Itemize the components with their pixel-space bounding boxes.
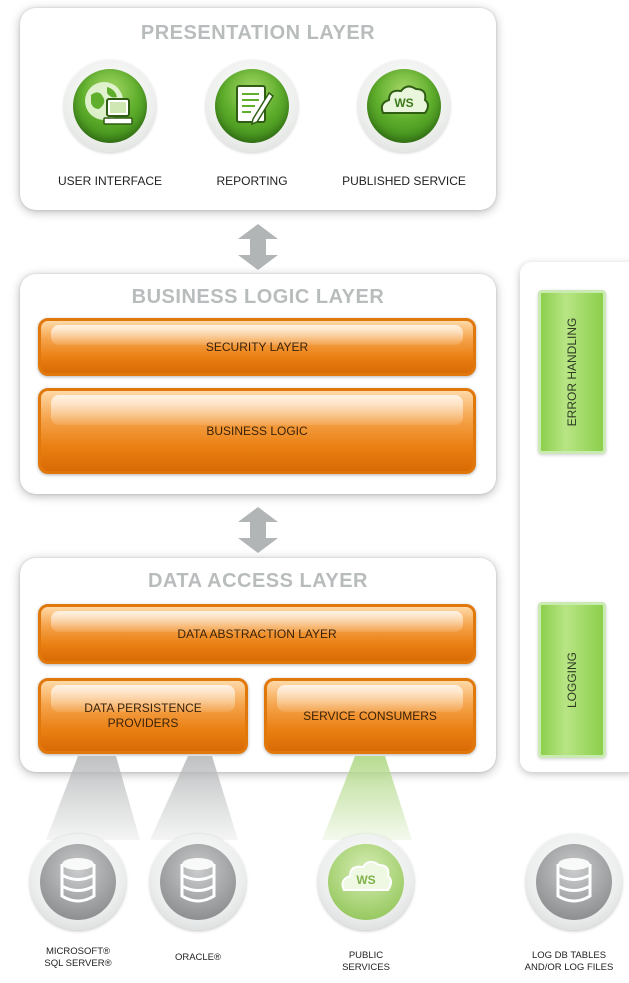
public-services-circle: WS	[318, 834, 414, 930]
public-services-ws-text: WS	[356, 873, 376, 887]
oracle-label: ORACLE®	[138, 952, 258, 964]
user-interface-icon-circle	[64, 60, 156, 152]
published-service-label: PUBLISHED SERVICE	[342, 174, 466, 188]
presentation-layer-title: PRESENTATION LAYER	[140, 22, 376, 44]
user-interface-label: USER INTERFACE	[57, 174, 162, 188]
log-db-label-line2: AND/OR LOG FILES	[524, 962, 614, 973]
business-logic-layer-panel: BUSINESS LOGIC LAYER SECURITY LAYER BUSI…	[20, 274, 496, 494]
presentation-layer-panel: PRESENTATION LAYER USER INTERFACE	[20, 8, 496, 210]
sql-server-label: MICROSOFT® SQL SERVER®	[18, 946, 138, 970]
service-consumers-label: SERVICE CONSUMERS	[303, 708, 437, 723]
reporting-icon-circle	[206, 60, 298, 152]
public-services-label-line1: PUBLIC	[348, 950, 384, 961]
data-persistence-providers-label: DATA PERSISTENCE PROVIDERS	[84, 701, 202, 731]
data-access-layer-title: DATA ACCESS LAYER	[147, 570, 368, 592]
log-db-label: LOG DB TABLES AND/OR LOG FILES	[509, 950, 629, 974]
log-db-label-line1: LOG DB TABLES	[531, 950, 607, 961]
oracle-label-line1: ORACLE®	[174, 952, 222, 963]
double-arrow-icon	[238, 224, 278, 270]
double-arrow-icon	[238, 507, 278, 553]
public-services-label-line2: SERVICES	[342, 962, 390, 973]
database-icon	[556, 858, 592, 903]
database-icon	[60, 858, 96, 903]
log-database	[526, 834, 622, 930]
globe-computer-icon	[85, 82, 133, 125]
sql-server-label-line1: MICROSOFT®	[46, 946, 110, 957]
data-persistence-line2: PROVIDERS	[107, 716, 179, 730]
public-services-label: PUBLIC SERVICES	[306, 950, 426, 974]
security-layer-label: SECURITY LAYER	[205, 339, 309, 354]
logging-bar: LOGGING	[538, 602, 606, 758]
security-layer-bar: SECURITY LAYER	[38, 318, 476, 376]
sql-server-beam	[46, 756, 140, 840]
oracle-beam	[150, 756, 238, 840]
sql-server-label-line2: SQL SERVER®	[44, 958, 112, 969]
data-persistence-line1: DATA PERSISTENCE	[84, 701, 202, 715]
service-consumers-bar: SERVICE CONSUMERS	[264, 678, 476, 754]
database-icon	[180, 858, 216, 903]
error-handling-bar: ERROR HANDLING	[538, 290, 606, 454]
data-persistence-providers-bar: DATA PERSISTENCE PROVIDERS	[38, 678, 248, 754]
business-logic-bar: BUSINESS LOGIC	[38, 388, 476, 474]
data-abstraction-bar: DATA ABSTRACTION LAYER	[38, 604, 476, 664]
logging-label: LOGGING	[565, 651, 579, 709]
data-access-layer-panel: DATA ACCESS LAYER DATA ABSTRACTION LAYER…	[20, 558, 496, 772]
oracle-database	[150, 834, 246, 930]
ws-cloud-icon	[380, 85, 429, 114]
connection-beams	[46, 756, 412, 840]
business-logic-layer-title: BUSINESS LOGIC LAYER	[131, 286, 385, 308]
public-services-beam	[322, 756, 412, 840]
document-pencil-icon	[236, 85, 274, 126]
reporting-label: REPORTING	[216, 174, 288, 188]
cross-cutting-panel: ERROR HANDLING LOGGING	[520, 262, 629, 772]
business-logic-label: BUSINESS LOGIC	[206, 423, 308, 438]
ws-cloud-icon	[341, 861, 392, 891]
data-abstraction-label: DATA ABSTRACTION LAYER	[177, 626, 337, 641]
ws-icon-text: WS	[394, 96, 414, 110]
published-service-icon-circle: WS	[358, 60, 450, 152]
sql-server-database	[30, 834, 126, 930]
error-handling-label: ERROR HANDLING	[565, 317, 579, 427]
